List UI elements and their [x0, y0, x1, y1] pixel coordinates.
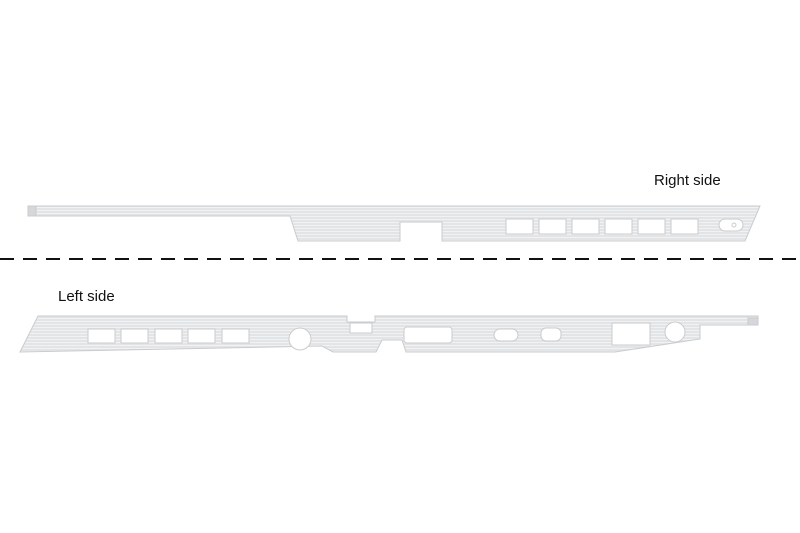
- left-trim-strip: [19, 315, 759, 353]
- right-side-label: Right side: [654, 172, 721, 189]
- right-strip-slots: [505, 218, 744, 235]
- left-side-label: Left side: [58, 288, 115, 305]
- left-strip-slots: [87, 321, 686, 351]
- right-trim-strip: [27, 205, 761, 242]
